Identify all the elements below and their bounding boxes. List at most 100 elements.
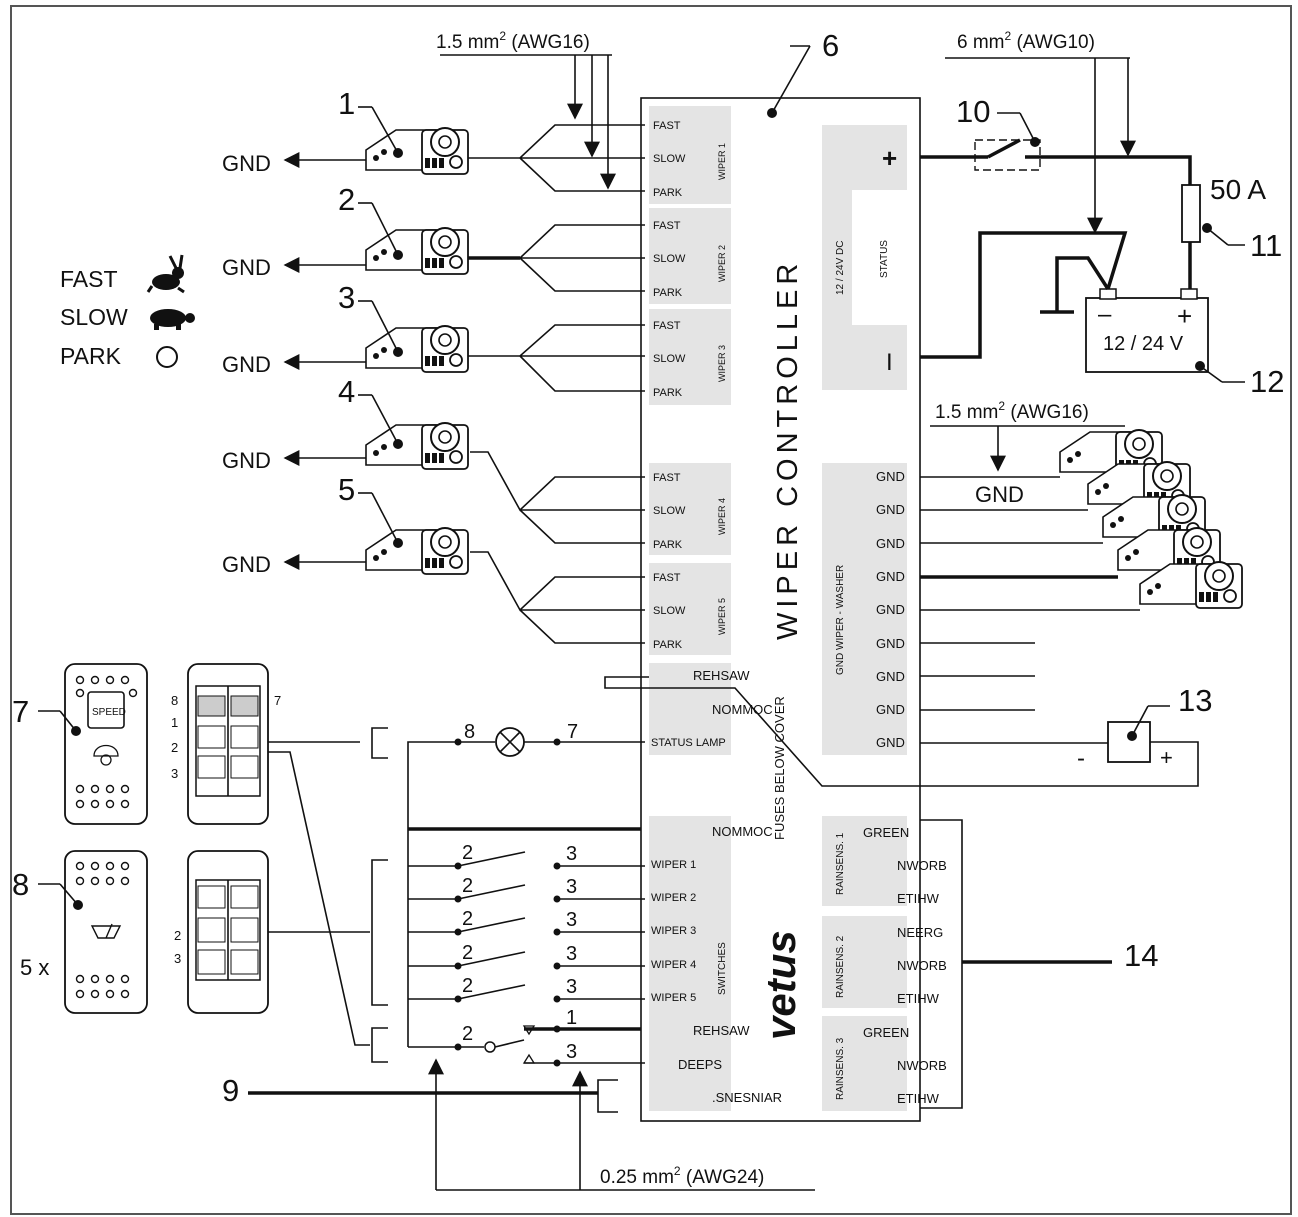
w1-fast: FAST — [653, 120, 681, 132]
gnd-panel — [822, 463, 907, 755]
rs2-w2: NWORB — [897, 958, 947, 973]
negative-cable — [920, 231, 1128, 359]
gnd-label-1: GND — [222, 151, 271, 176]
common-terminal: NOMMOC — [712, 702, 773, 717]
switch-wiper-3: WIPER 3 — [651, 925, 696, 937]
wiper-switch-face: 8 5 x — [12, 850, 148, 1014]
sw6-in: 2 — [462, 1023, 473, 1045]
pin-1: 1 — [171, 715, 178, 730]
callout-1: 1 — [338, 86, 355, 121]
legend-fast: FAST — [60, 266, 118, 292]
sw2-out: 3 — [566, 876, 577, 898]
switch-rainsens: .SNESNIAR — [712, 1090, 782, 1105]
rs3-w3: ETIHW — [897, 1091, 940, 1106]
turtle-icon — [150, 309, 195, 330]
status-lamp-terminal: STATUS LAMP — [651, 737, 726, 749]
rainsens-2-panel — [822, 916, 907, 1008]
w2-group: WIPER 2 — [717, 245, 727, 282]
wiper-icon — [90, 923, 122, 939]
sw4-in: 2 — [462, 942, 473, 964]
washer-pump: 13 - + — [604, 676, 1212, 787]
callout-14: 14 — [1124, 938, 1158, 973]
washer-terminal: REHSAW — [693, 668, 750, 683]
sw1-in: 2 — [462, 842, 473, 864]
pump-minus: - — [1077, 745, 1085, 772]
gnd-t4: GND — [876, 569, 905, 584]
pin-b-3: 3 — [174, 951, 181, 966]
switch-common: NOMMOC — [712, 824, 773, 839]
power-minus: I — [886, 349, 893, 376]
rs3-w2: NWORB — [897, 1058, 947, 1073]
pin-8: 8 — [171, 693, 178, 708]
wiper-3-panel — [649, 309, 731, 405]
switch-wiper-2: WIPER 2 — [651, 892, 696, 904]
w3-group: WIPER 3 — [717, 345, 727, 382]
w2-park: PARK — [653, 287, 683, 299]
power-status: STATUS — [879, 240, 890, 278]
switch-wiper-1: WIPER 1 — [651, 859, 696, 871]
w4-fast: FAST — [653, 472, 681, 484]
callout-2: 2 — [338, 182, 355, 217]
w1-slow: SLOW — [653, 153, 686, 165]
wiper-fan-icon — [93, 744, 119, 766]
wiper-motor-1: GND 1 — [222, 86, 469, 176]
park-icon — [156, 346, 178, 368]
power-voltage: 12 / 24V DC — [835, 241, 846, 295]
wire-spec-bottom: 0.25 mm2 (AWG24) — [428, 1058, 815, 1191]
sw5-out: 3 — [566, 976, 577, 998]
rs1-w1: GREEN — [863, 825, 909, 840]
gnd-t3: GND — [876, 536, 905, 551]
washer-speed-switch: 2 1 3 — [408, 1007, 645, 1067]
pin-b-2: 2 — [174, 928, 181, 943]
w3-slow: SLOW — [653, 353, 686, 365]
switch-speed: DEEPS — [678, 1057, 722, 1072]
switch-harness — [268, 741, 370, 1046]
legend-slow: SLOW — [60, 304, 128, 330]
washer-panel — [649, 663, 731, 755]
gnd-t1: GND — [876, 469, 905, 484]
pump-plus: + — [1160, 745, 1173, 770]
gnd-t6: GND — [876, 636, 905, 651]
vetus-logo: vetus — [757, 930, 804, 1040]
wiper-switches: 2 3 2 3 2 3 2 3 — [408, 842, 645, 1003]
wiper-1-panel — [649, 106, 731, 204]
callout-10: 10 — [956, 94, 990, 129]
gnd-label-4: GND — [222, 448, 271, 473]
sw3-out: 3 — [566, 909, 577, 931]
switches-group: SWITCHES — [717, 942, 728, 995]
wire-spec-right: 1.5 mm2 (AWG16) — [930, 399, 1125, 472]
outer-frame — [10, 5, 1292, 1215]
sw5-in: 2 — [462, 975, 473, 997]
battery-plus: + — [1177, 301, 1192, 331]
sw4-out: 3 — [566, 943, 577, 965]
switch-count: 5 x — [20, 955, 49, 980]
gnd-t5: GND — [876, 602, 905, 617]
rs1-w2: NWORB — [897, 858, 947, 873]
w4-group: WIPER 4 — [717, 498, 727, 535]
main-fuse: 11 50 A — [1181, 174, 1282, 290]
sw6-out-1: 1 — [566, 1007, 577, 1029]
w2-fast: FAST — [653, 220, 681, 232]
gnd-label-3: GND — [222, 352, 271, 377]
wiper-motor-4: GND 4 — [222, 374, 469, 473]
fuses-note: FUSES BELOW COVER — [772, 696, 787, 840]
wiper-motor-5: GND 5 — [222, 472, 469, 577]
rs2-w1: NEERG — [897, 925, 943, 940]
gnd-label-5: GND — [222, 552, 271, 577]
w5-slow: SLOW — [653, 605, 686, 617]
rainsens-2-group: RAINSENS. 2 — [835, 935, 846, 998]
wiper-switch-back: 2 3 — [174, 850, 269, 1014]
fuse-rating: 50 A — [1210, 174, 1266, 205]
wiper-bundles — [468, 124, 645, 644]
w5-park: PARK — [653, 639, 683, 651]
w2-slow: SLOW — [653, 253, 686, 265]
speed-switch-face: SPEED 7 — [12, 663, 148, 825]
svg-text:6 mm2 (AWG10): 6 mm2 (AWG10) — [957, 29, 1095, 53]
callout-12: 12 — [1250, 364, 1284, 399]
callout-4: 4 — [338, 374, 355, 409]
battery-voltage: 12 / 24 V — [1103, 333, 1184, 355]
gnd-t9: GND — [876, 735, 905, 750]
gnd-group: GND WIPER - WASHER — [835, 565, 846, 675]
callout-5: 5 — [338, 472, 355, 507]
